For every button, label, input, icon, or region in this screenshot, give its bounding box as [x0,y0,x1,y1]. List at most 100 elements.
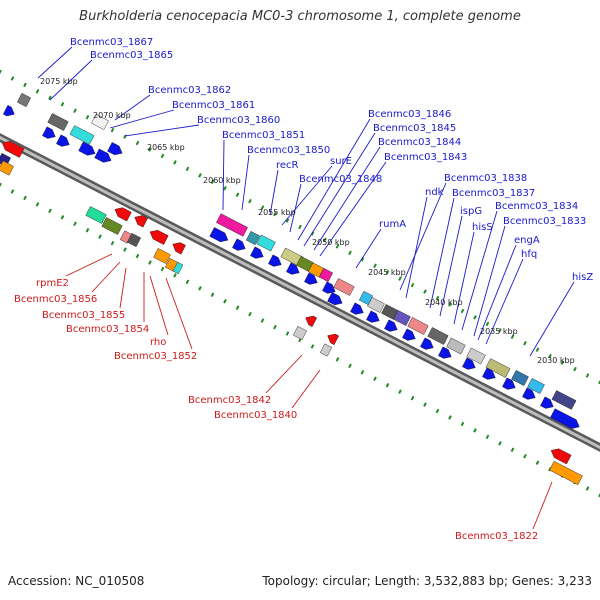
forward-gene [318,267,334,283]
tick-rings [0,69,600,498]
forward-gene [438,346,452,359]
tick-mark [48,208,52,214]
tick-mark [198,286,202,291]
tick-mark [110,240,115,246]
tick-mark [460,308,465,314]
tick-mark [148,147,152,152]
reverse-gene [319,343,333,357]
forward-gene [304,272,318,285]
forward-gene [550,408,580,429]
tick-mark [123,247,127,252]
forward-gene [107,142,123,156]
tick-mark [560,360,565,365]
reverse-gene [305,315,318,328]
forward-leader [429,197,455,309]
tick-mark [498,441,502,446]
reverse-gene [1,141,25,158]
forward-gene-label: hisS [472,222,493,233]
kbp-marker: 2035 kbp [480,327,518,336]
tick-mark [523,454,527,459]
tick-mark [435,295,440,301]
forward-leader [405,196,428,299]
tick-mark [348,363,352,369]
kbp-marker: 2065 kbp [147,143,185,152]
forward-gene-label: Bcenmc03_1843 [384,152,467,163]
forward-gene [466,347,486,365]
label-leaders [37,46,575,530]
tick-mark [373,376,377,381]
forward-gene [446,337,466,355]
tick-mark [460,421,465,427]
reverse-gene-label: Bcenmc03_1840 [214,410,297,421]
tick-mark [348,250,352,256]
forward-leader [439,215,463,317]
tick-mark [248,311,252,317]
genome-summary: Topology: circular; Length: 3,532,883 bp… [262,574,592,588]
forward-leader [49,59,93,101]
tick-mark [273,211,277,217]
forward-gene [256,234,276,252]
backbone-highlight [0,135,600,450]
forward-leader [453,231,475,325]
forward-gene-label: ndk [425,187,444,198]
accession: Accession: NC_010508 [8,574,145,588]
tick-mark [148,260,152,265]
forward-gene [42,126,56,139]
tick-mark [435,408,440,414]
forward-gene [333,278,355,296]
tick-mark [235,192,240,197]
forward-gene [527,378,545,394]
forward-gene [268,254,282,267]
reverse-gene [550,448,572,465]
tick-mark [535,347,540,352]
tick-mark [298,224,302,230]
tick-mark [0,69,2,75]
tick-mark [423,402,427,407]
tick-mark [160,153,165,159]
tick-mark [598,492,600,498]
tick-mark [398,276,402,281]
tick-mark [398,389,402,394]
tick-mark [210,179,215,185]
forward-gene-label: Bcenmc03_1850 [247,145,330,156]
tick-mark [173,160,177,165]
tick-mark [323,237,327,243]
tick-mark [173,273,177,278]
tick-mark [35,202,40,207]
tick-mark [335,357,340,362]
forward-gene [322,281,336,294]
forward-gene [56,134,70,147]
forward-gene [78,141,96,156]
kbp-marker: 2045 kbp [368,268,406,277]
reverse-gene [114,207,132,222]
forward-leader [269,169,279,216]
forward-leader [241,154,250,211]
reverse-gene-label: Bcenmc03_1822 [455,531,538,542]
tick-mark [373,263,377,268]
tick-mark [385,269,390,275]
tick-mark [335,244,340,249]
kbp-marker: 2070 kbp [93,111,131,120]
tick-mark [473,428,477,433]
tick-mark [423,289,427,294]
tick-mark [448,302,452,307]
tick-mark [510,334,515,340]
forward-gene-label: Bcenmc03_1844 [378,137,461,148]
tick-mark [448,415,452,420]
tick-mark [485,434,490,440]
forward-gene [462,357,476,370]
forward-gene [209,227,229,243]
forward-leader [473,225,506,337]
tick-mark [223,186,227,191]
tick-mark [285,331,290,336]
tick-mark [523,341,527,346]
forward-gene-label: Bcenmc03_1834 [495,201,578,212]
tick-mark [160,266,165,272]
forward-leader [109,109,175,129]
genes [0,92,583,486]
tick-mark [260,318,265,323]
forward-gene [511,370,529,386]
tick-mark [0,182,2,188]
forward-gene [91,114,109,130]
